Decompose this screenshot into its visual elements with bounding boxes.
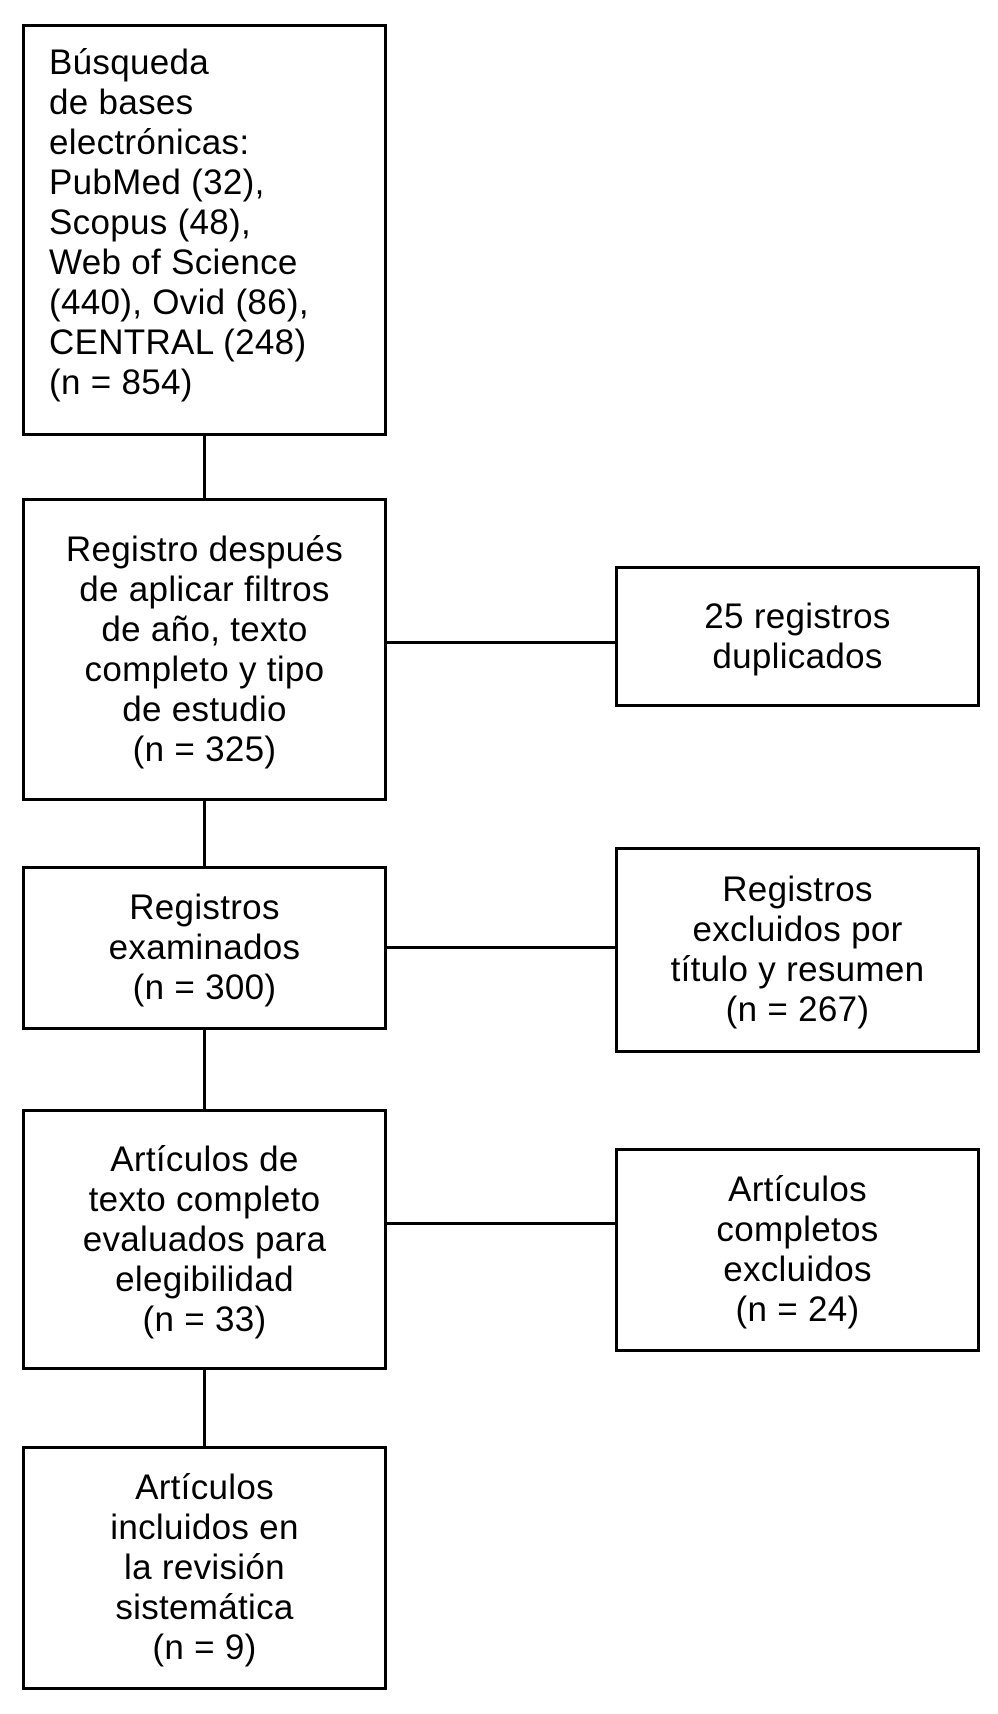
connector-fulltext-to-included: [203, 1368, 206, 1448]
connector-screened-to-fulltext: [203, 1028, 206, 1111]
flow-box-search: Búsqueda de bases electrónicas: PubMed (…: [22, 24, 387, 436]
connector-search-to-filtered: [203, 434, 206, 500]
flow-box-filtered: Registro después de aplicar filtros de a…: [22, 498, 387, 801]
side-box-fulltext-excluded: Artículos completos excluidos (n = 24): [615, 1148, 980, 1352]
connector-filtered-to-screened: [203, 799, 206, 868]
flow-box-fulltext-assessed: Artículos de texto completo evaluados pa…: [22, 1109, 387, 1370]
flow-box-included: Artículos incluidos en la revisión siste…: [22, 1446, 387, 1690]
side-box-duplicates: 25 registros duplicados: [615, 566, 980, 707]
side-box-excluded-title-abstract: Registros excluidos por título y resumen…: [615, 847, 980, 1053]
connector-filtered-to-duplicates: [385, 641, 617, 644]
flow-box-screened: Registros examinados (n = 300): [22, 866, 387, 1030]
connector-fulltext-to-ftexcluded: [385, 1222, 617, 1225]
connector-screened-to-excluded: [385, 946, 617, 949]
